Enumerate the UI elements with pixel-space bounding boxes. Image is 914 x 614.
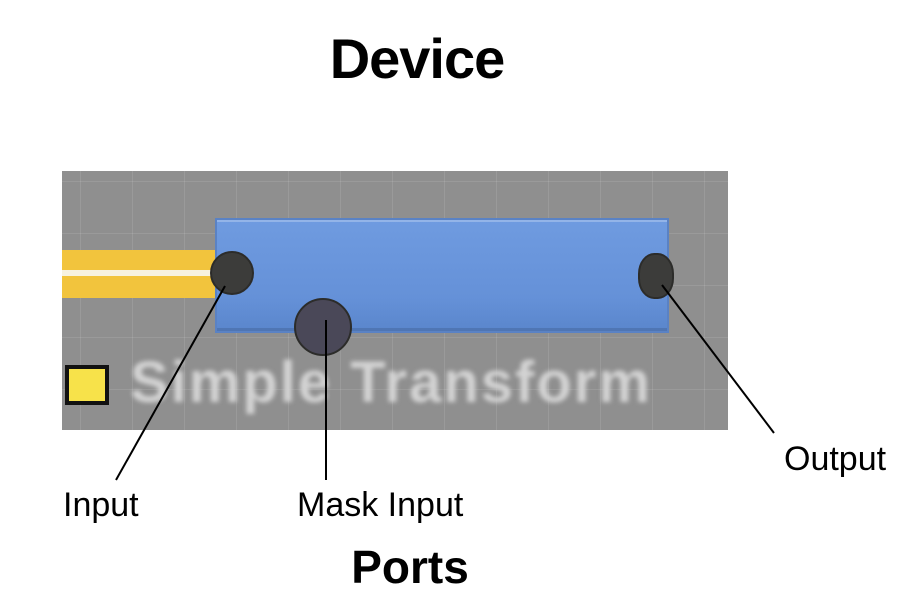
diagram-title: Device (329, 27, 506, 90)
input-callout-label: Input (63, 486, 139, 524)
device-node[interactable] (215, 218, 669, 333)
input-port[interactable] (210, 251, 254, 295)
diagram-subtitle: Ports (351, 541, 469, 593)
mask-input-callout-label: Mask Input (297, 486, 464, 524)
node-label: Simple Transform (130, 350, 652, 415)
input-leader-line (115, 285, 226, 481)
mask-input-port[interactable] (294, 298, 352, 356)
node-editor-canvas: Simple Transform (62, 171, 728, 430)
node-color-swatch (65, 365, 109, 405)
output-callout-label: Output (784, 440, 887, 478)
output-leader-line (661, 284, 775, 434)
input-wire-highlight (62, 270, 224, 276)
